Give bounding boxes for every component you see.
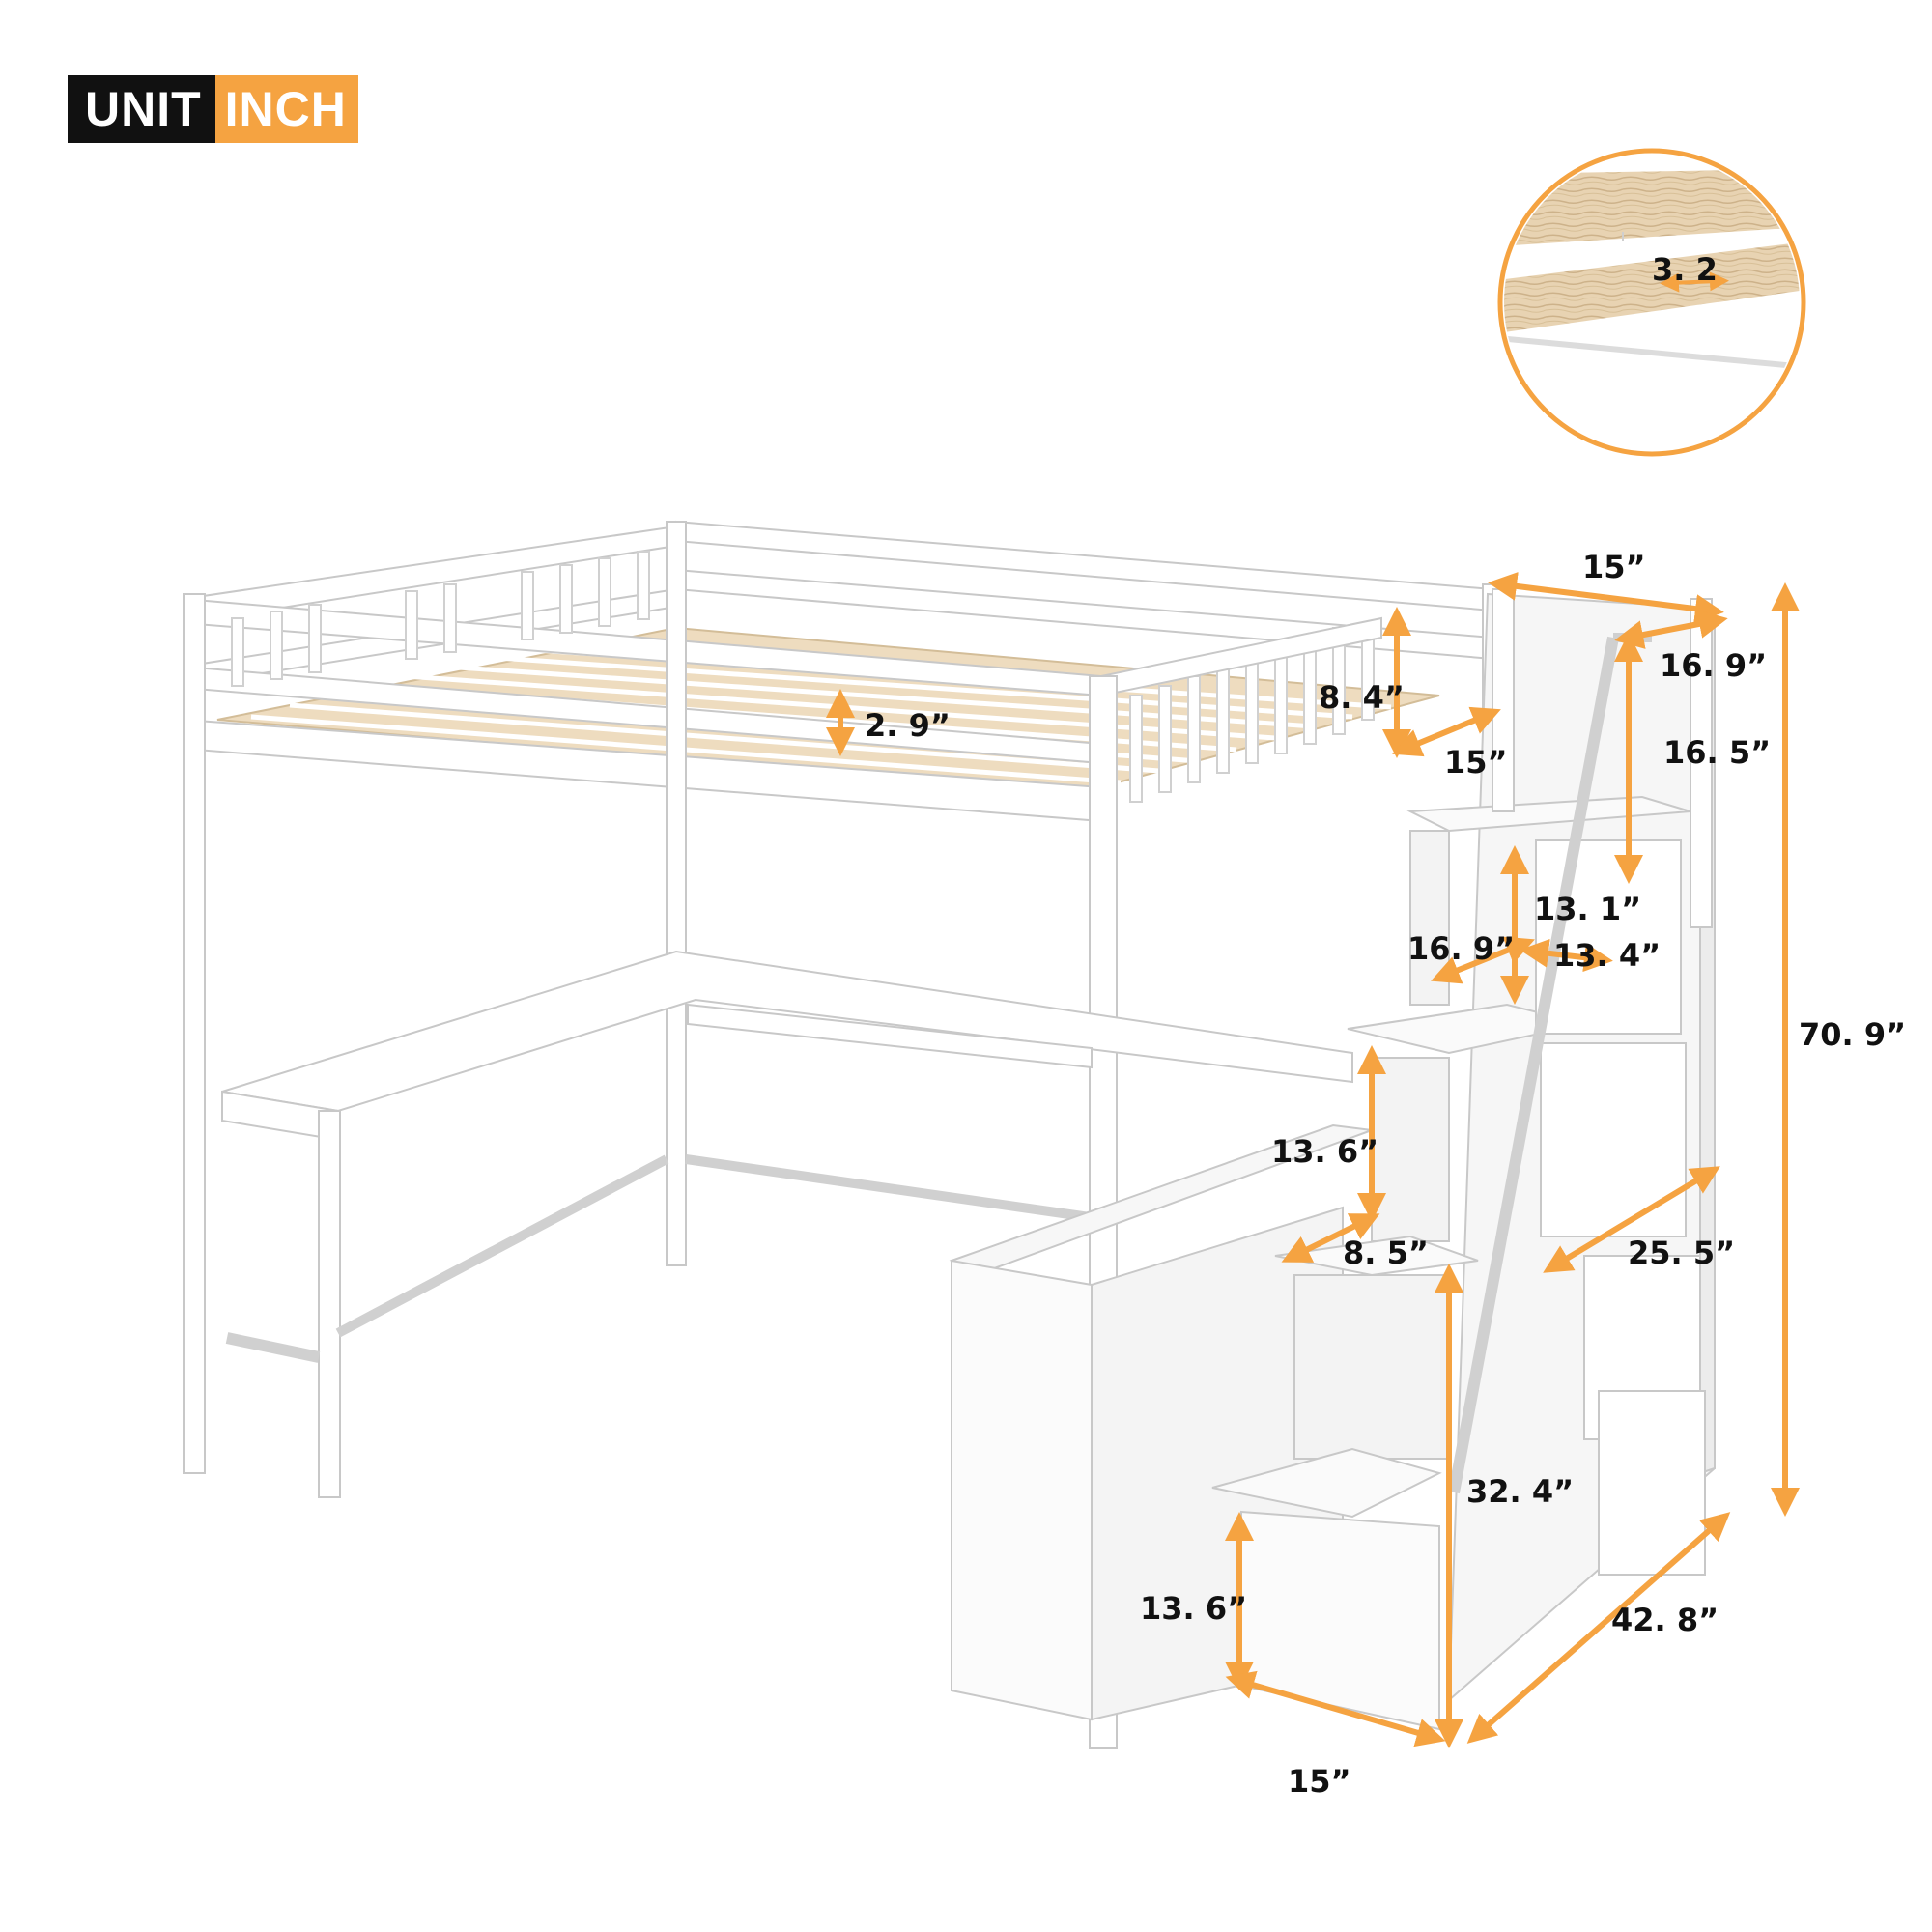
total-height-label: 70. 9” — [1799, 1016, 1906, 1053]
loft-bed-frame — [183, 520, 1501, 1749]
unit-value: INCH — [214, 75, 358, 143]
dimension-labels: 3. 2 15” 16. 9” 16. 5” 8. 4” 15” 2. 9” 7… — [865, 251, 1906, 1800]
slat-gap-label: 3. 2 — [1652, 251, 1718, 288]
unit-badge: UNIT INCH — [68, 75, 358, 143]
guardrail-gap-label: 15” — [1444, 744, 1508, 781]
rail-top-depth-label: 16. 9” — [1660, 647, 1767, 684]
rail-top-width-label: 15” — [1582, 549, 1646, 585]
slat-spacing-label: 2. 9” — [865, 707, 951, 744]
unit-label: UNIT — [68, 75, 215, 143]
stair-base-width-label: 15” — [1288, 1763, 1351, 1800]
stair-height-label: 32. 4” — [1466, 1473, 1574, 1510]
slat-detail-callout — [1497, 148, 1806, 457]
stair-length-label: 42. 8” — [1611, 1602, 1719, 1638]
step-width-upper-label: 13. 4” — [1553, 937, 1661, 974]
step-riser-low-label: 13. 6” — [1140, 1590, 1247, 1627]
guardrail-height-label: 8. 4” — [1319, 679, 1405, 716]
cabinet-depth-label: 25. 5” — [1628, 1235, 1735, 1271]
step-depth-mid-label: 8. 5” — [1343, 1235, 1429, 1271]
step-riser-mid-label: 13. 6” — [1271, 1133, 1378, 1170]
dimension-arrows — [826, 571, 1800, 1748]
step-riser-upper-label: 13. 1” — [1534, 891, 1641, 927]
rail-upper-height-label: 16. 5” — [1663, 734, 1771, 771]
step-depth-upper-label: 16. 9” — [1407, 930, 1515, 967]
